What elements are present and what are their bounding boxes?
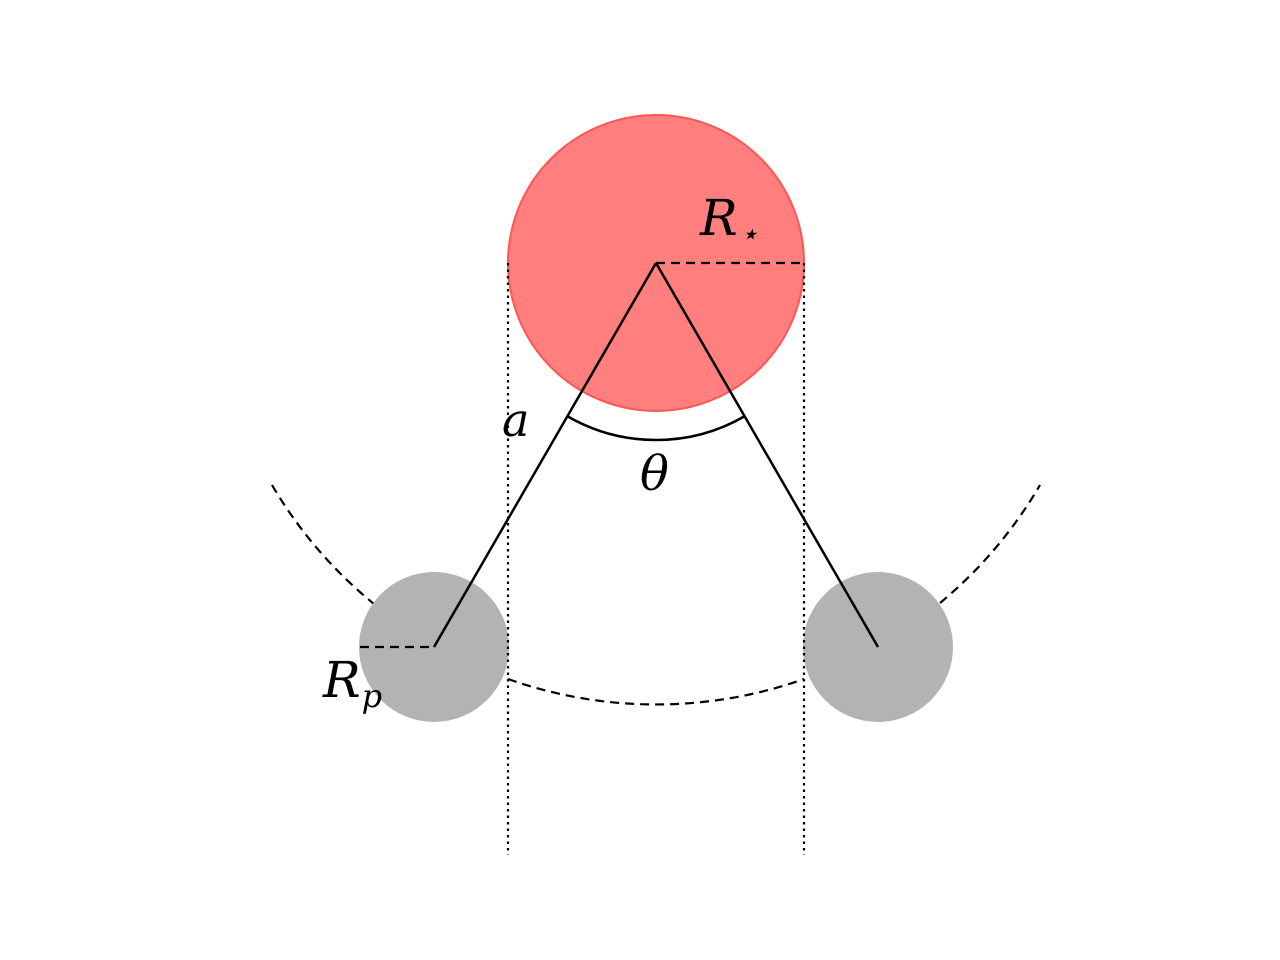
angle-arc bbox=[566, 414, 746, 442]
orbit-arc-bottom bbox=[507, 677, 805, 706]
semi-major-axis-label: a bbox=[502, 393, 529, 447]
angle-label: θ bbox=[640, 446, 669, 502]
planet-radius-symbol: R bbox=[322, 651, 361, 709]
semi-major-axis-right bbox=[654, 262, 880, 648]
star-radius-symbol: R bbox=[699, 189, 738, 247]
star-radius-label: R⋆ bbox=[699, 189, 758, 252]
star-radius-subscript: ⋆ bbox=[740, 217, 759, 252]
planet-radius-subscript: p bbox=[362, 677, 382, 715]
semi-major-axis-left bbox=[432, 262, 658, 648]
orbit-arc-right bbox=[939, 484, 1041, 604]
orbit-arc-left bbox=[271, 484, 375, 605]
planet-radius-label: Rp bbox=[322, 651, 382, 715]
